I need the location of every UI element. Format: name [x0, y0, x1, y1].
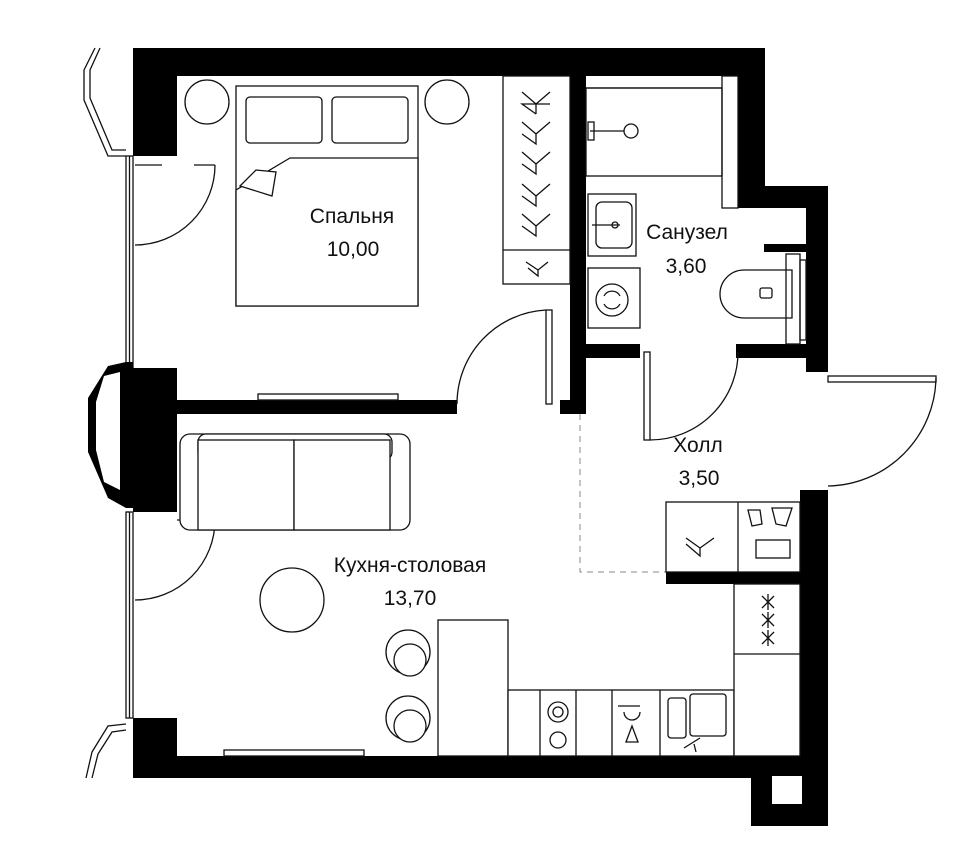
wall-right-notch [764, 208, 792, 244]
bay-outline-1 [83, 47, 126, 157]
door-bedroom [545, 309, 553, 405]
hall-name: Холл [673, 434, 723, 457]
wardrobe [502, 75, 571, 285]
hall-closet [665, 501, 801, 573]
wall-top [133, 48, 765, 76]
bathroom-fixtures [585, 75, 801, 345]
wall-bedroom-kitchen [177, 400, 457, 414]
kitchen-counter [507, 689, 735, 757]
door-entrance [827, 375, 937, 383]
wall-right-top [738, 48, 765, 208]
wall-bottom-right-notch [772, 776, 802, 804]
hall-hanger-icon [685, 537, 715, 558]
hall-cabinet [665, 501, 801, 573]
door-swing-bathroom [649, 351, 739, 441]
door-bathroom [643, 351, 651, 441]
window-sill-bedroom [257, 393, 399, 401]
wall-bath-bottom-left [586, 344, 640, 358]
wall-bath-bottom-right [736, 344, 808, 358]
room-labels: Спальня 10,00 Санузел 3,60 Холл 3,50 Кух… [310, 205, 728, 610]
bathtub [585, 87, 723, 177]
pillow-left [245, 96, 323, 144]
bar-stool-2 [385, 695, 431, 743]
wall-left-middle [133, 368, 177, 512]
window-sill-kitchen [223, 749, 365, 757]
wall-bottom [133, 756, 751, 778]
cooktop-icon [761, 594, 775, 646]
door-swing-kitchen-window [134, 519, 216, 601]
walls [133, 48, 828, 826]
bedroom-name: Спальня [310, 205, 394, 228]
window-bathroom [799, 259, 807, 341]
bed [184, 79, 470, 307]
bathroom-area: 3,60 [666, 255, 707, 278]
dining-table [259, 567, 325, 633]
nightstand-lamp-right [424, 79, 470, 125]
doors [134, 164, 937, 601]
bathroom-name: Санузел [646, 221, 728, 244]
tall-cabinet [733, 583, 801, 757]
kitchen-furniture [179, 433, 801, 757]
wall-right-upper [806, 186, 828, 372]
wall-right-step [738, 186, 828, 208]
box-icon [755, 539, 791, 559]
wall-left-upper [133, 48, 177, 156]
wall-notch-bottom [764, 244, 806, 252]
shoe-icon [747, 507, 793, 527]
door-swing-bedroom [456, 309, 547, 405]
bedroom-area: 10,00 [327, 238, 380, 261]
pillow-right [331, 96, 409, 144]
hanger-icon [519, 91, 551, 278]
kitchen-area: 13,70 [384, 587, 437, 610]
blanket-fold [238, 169, 277, 197]
toilet [719, 269, 793, 319]
hall-area: 3,50 [679, 467, 720, 490]
nightstand-lamp-left [184, 79, 230, 125]
bar-stool-1 [385, 629, 431, 677]
wall-bedroom-bath [570, 48, 586, 414]
hall-boundary [579, 414, 666, 573]
kitchen-name: Кухня-столовая [334, 554, 486, 577]
bay-outline-2 [85, 723, 127, 779]
bar-counter [437, 619, 509, 757]
wall-bedroom-bath-end [560, 400, 586, 414]
door-swing-bedroom-window [134, 164, 216, 246]
windows [83, 47, 807, 779]
wall-hall-kitchen [666, 572, 806, 584]
door-swing-entrance [827, 377, 937, 487]
kitchen-sink [667, 697, 687, 739]
